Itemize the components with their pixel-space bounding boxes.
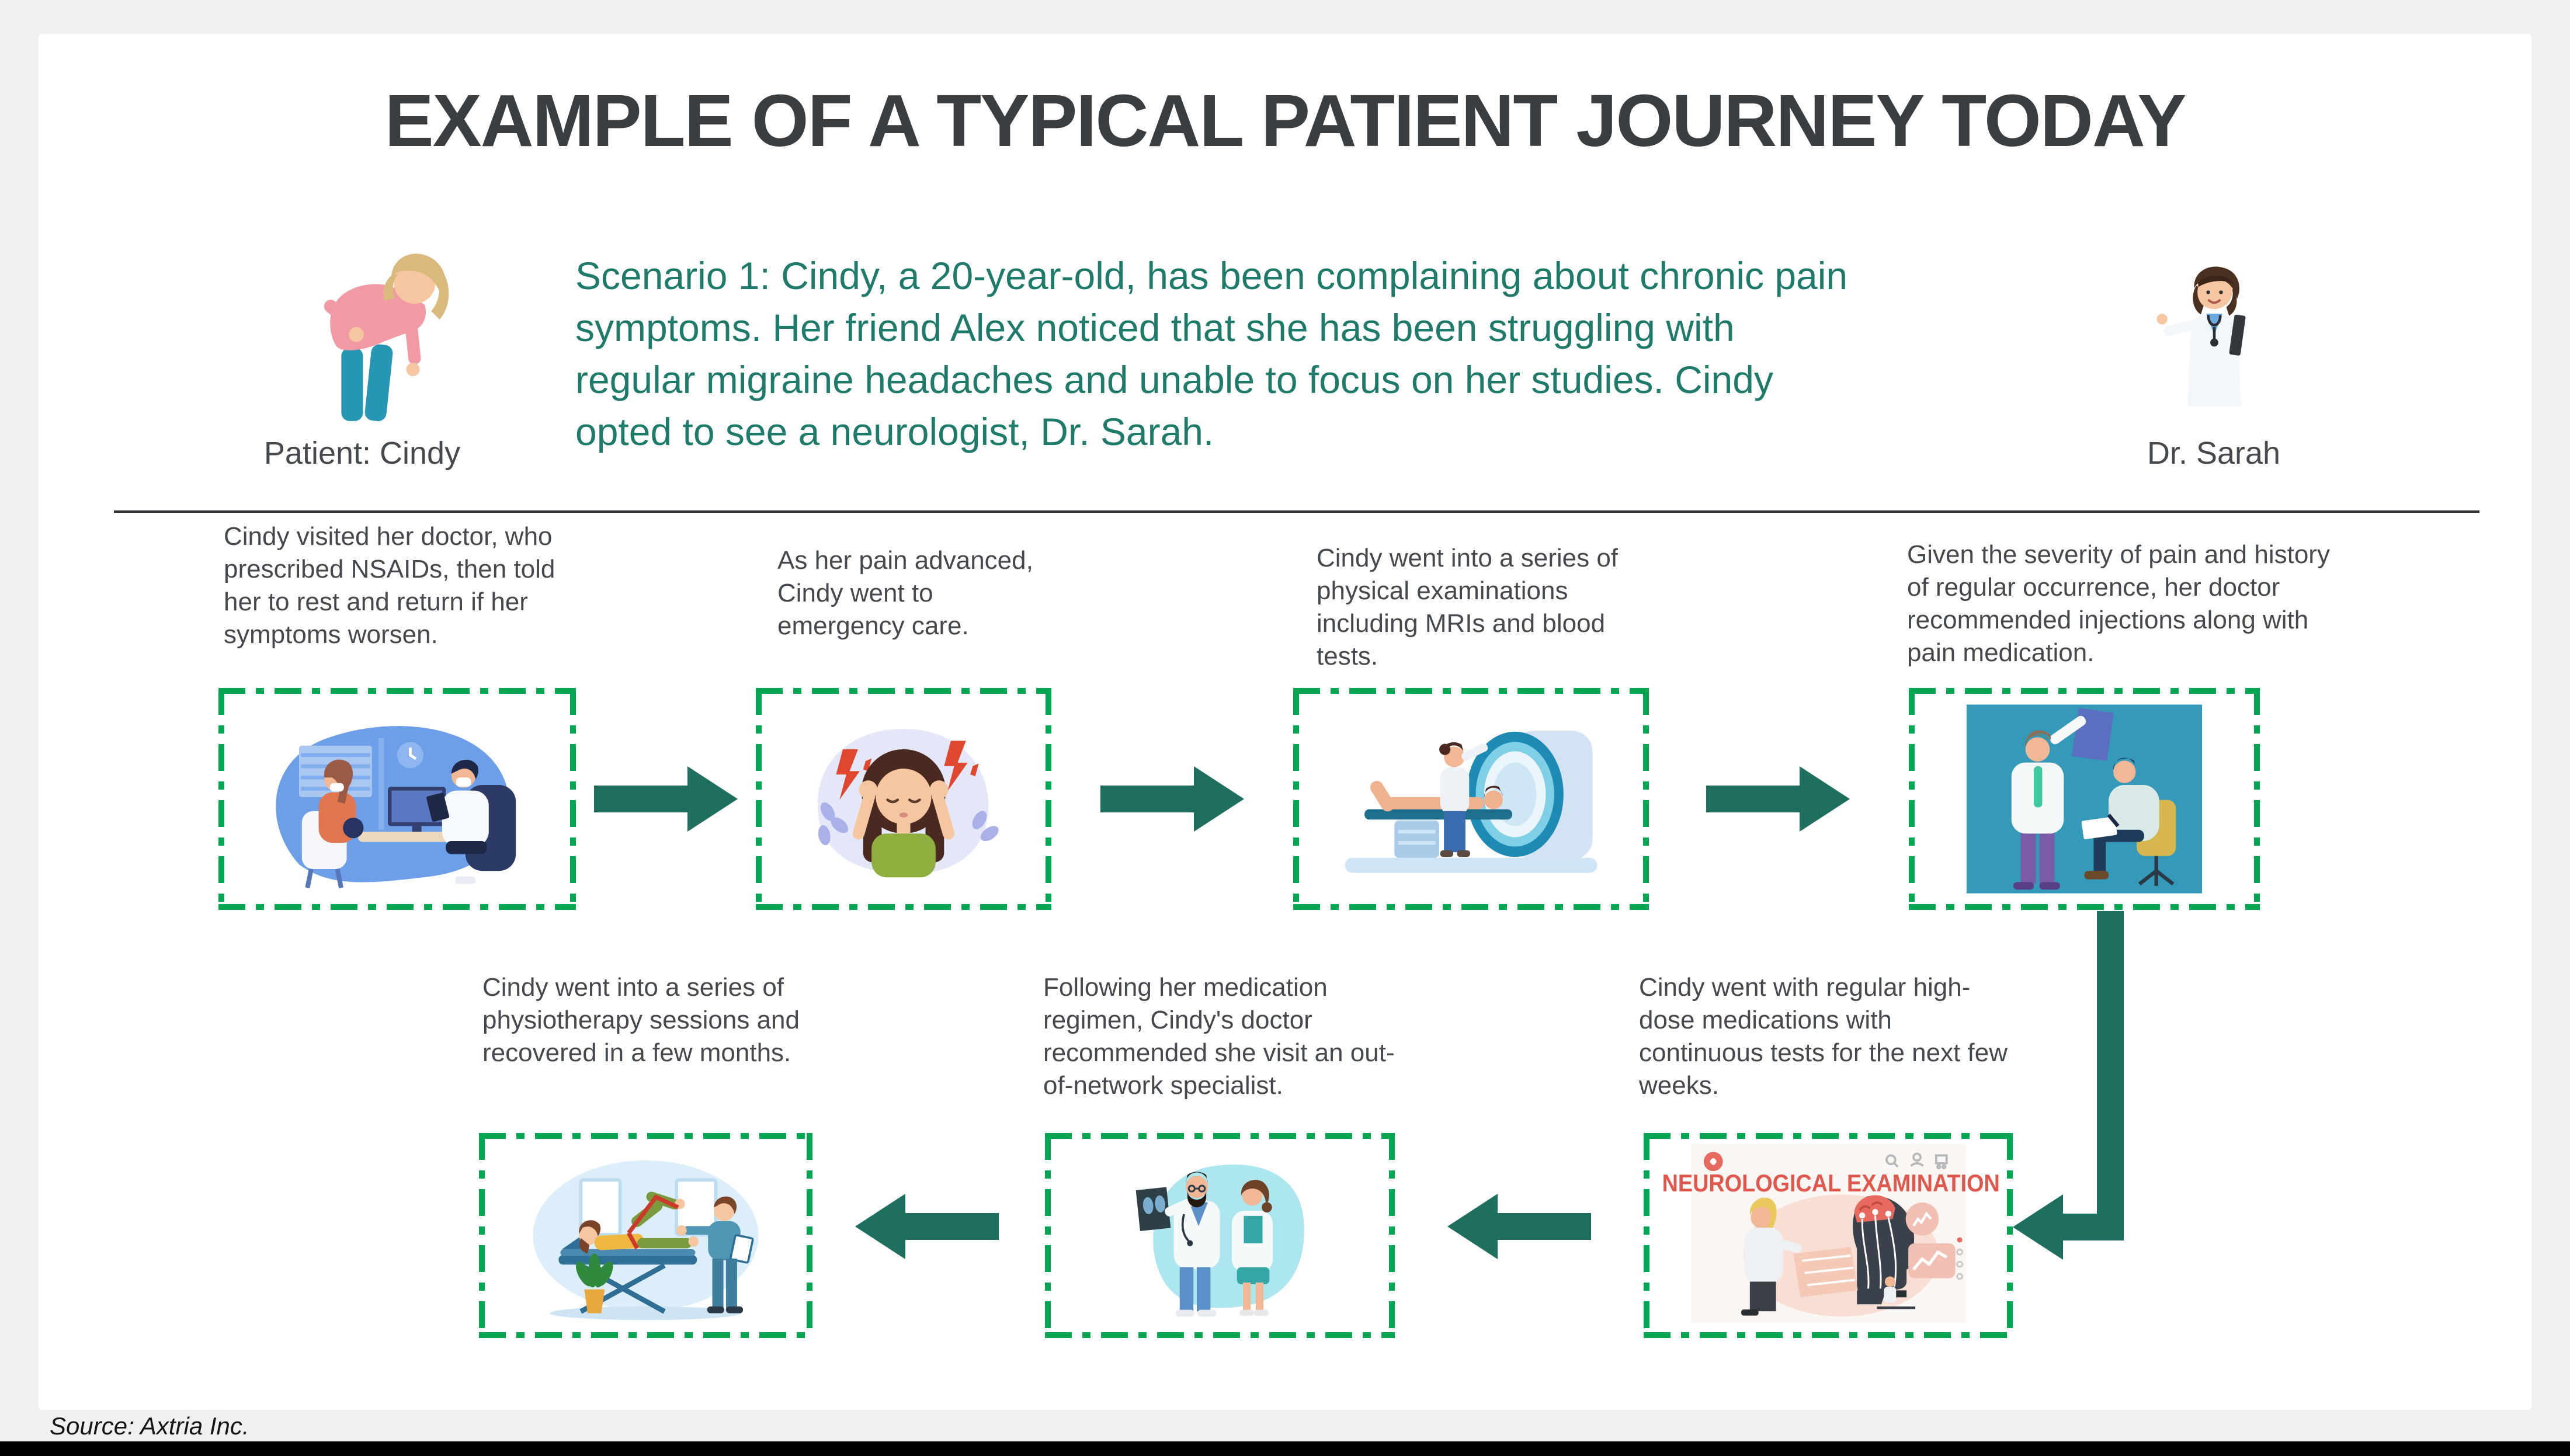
step-5-text: Cindy went with regular high-dose medica… bbox=[1639, 973, 2008, 1100]
mri-scan-icon bbox=[1345, 731, 1597, 873]
step-2-text: As her pain advanced, Cindy went to emer… bbox=[777, 546, 1033, 640]
step-3-text: Cindy went into a series of physical exa… bbox=[1317, 544, 1619, 670]
page-title: EXAMPLE OF A TYPICAL PATIENT JOURNEY TOD… bbox=[384, 79, 2187, 162]
connector-step4-to-step5-arrowhead bbox=[2013, 1194, 2063, 1260]
doctor-label: Dr. Sarah bbox=[2147, 436, 2281, 471]
step-1-image-box bbox=[218, 688, 576, 910]
connector-step4-to-step5-vertical bbox=[2097, 911, 2124, 1215]
step-2-image-box bbox=[756, 688, 1051, 910]
patient-cindy-illustration bbox=[324, 253, 449, 422]
physiotherapy-session-icon bbox=[533, 1160, 759, 1321]
source-note: Source: Axtria Inc. bbox=[50, 1412, 249, 1440]
arrow-step6-to-step7 bbox=[855, 1194, 999, 1259]
step-1-text: Cindy visited her doctor, who prescribed… bbox=[224, 522, 555, 649]
step-6-image-box bbox=[1045, 1133, 1395, 1338]
arrow-step2-to-step3 bbox=[1100, 766, 1244, 832]
step-6-text: Following her medication regimen, Cindy'… bbox=[1043, 973, 1395, 1100]
step-4-image-box bbox=[1909, 688, 2260, 910]
arrow-step5-to-step6 bbox=[1447, 1194, 1591, 1259]
step-5-image-box: NEUROLOGICAL EXAMINATION bbox=[1644, 1133, 2013, 1338]
step-7-image-box bbox=[479, 1133, 812, 1338]
dr-sarah-illustration bbox=[2156, 266, 2246, 406]
arrow-step3-to-step4 bbox=[1706, 766, 1850, 832]
patient-label: Patient: Cindy bbox=[263, 436, 461, 471]
step-7-text: Cindy went into a series of physiotherap… bbox=[482, 973, 800, 1067]
neurological-examination-icon bbox=[1690, 1144, 1966, 1324]
doctors-reviewing-xray-icon bbox=[1966, 704, 2203, 894]
bottom-bar bbox=[0, 1441, 2570, 1456]
step-3-image-box bbox=[1293, 688, 1649, 910]
header-divider bbox=[114, 510, 2479, 513]
neurological-examination-banner: NEUROLOGICAL EXAMINATION bbox=[1662, 1169, 2000, 1197]
scenario-text: Scenario 1: Cindy, a 20-year-old, has be… bbox=[575, 254, 1848, 454]
migraine-headache-icon bbox=[817, 729, 999, 878]
doctor-consultation-icon bbox=[276, 726, 516, 888]
step-4-text: Given the severity of pain and history o… bbox=[1907, 540, 2330, 667]
arrow-step1-to-step2 bbox=[594, 766, 738, 832]
specialists-with-xray-icon bbox=[1135, 1164, 1304, 1317]
